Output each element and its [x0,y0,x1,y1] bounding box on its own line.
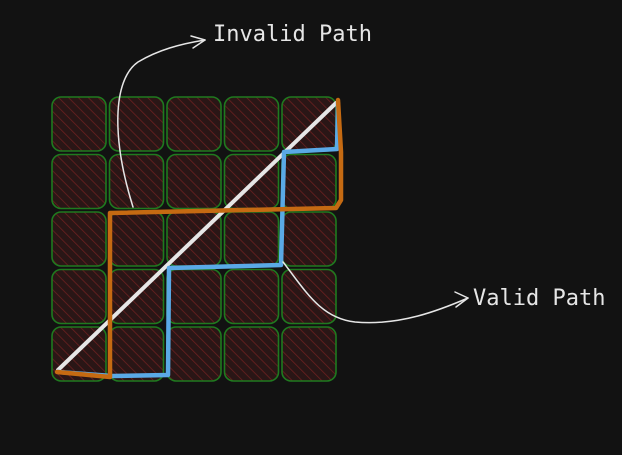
valid-path-label: Valid Path [473,286,605,311]
grid-cell-hatch [223,211,280,267]
grid-cell-hatch [281,153,337,210]
grid-cell-hatch [108,326,165,382]
grid-cell-hatch [223,268,280,325]
invalid-path-arrow [117,35,206,208]
grid-cell-hatch [108,211,165,267]
grid-cell-hatch [281,211,337,267]
grid-cell-hatch [108,153,165,210]
grid-cell-hatch [108,96,165,152]
grid-cell-hatch [166,153,222,210]
valid-path-arrow [282,261,469,324]
grid-cell-hatch [166,268,222,325]
valid-path-line [55,100,341,379]
invalid-path-line [54,97,344,380]
grid-cell-hatch [51,96,107,152]
invalid-path-label: Invalid Path [213,22,372,47]
grid-cell-hatch [281,96,337,152]
grid-cell-hatch [166,96,222,152]
grid-cell-hatch [51,211,107,267]
grid-cell-hatch [51,326,107,382]
grid-cell-hatch [223,96,280,152]
grid-cell-hatch [166,326,222,382]
grid-cell-hatch [51,268,107,325]
grid-cell-hatch [281,326,337,382]
grid-cell-hatch [51,153,107,210]
diagonal-line [56,101,338,372]
grid-cells [51,96,337,382]
grid-cell-hatch [281,268,337,325]
grid-cell-hatch [223,326,280,382]
